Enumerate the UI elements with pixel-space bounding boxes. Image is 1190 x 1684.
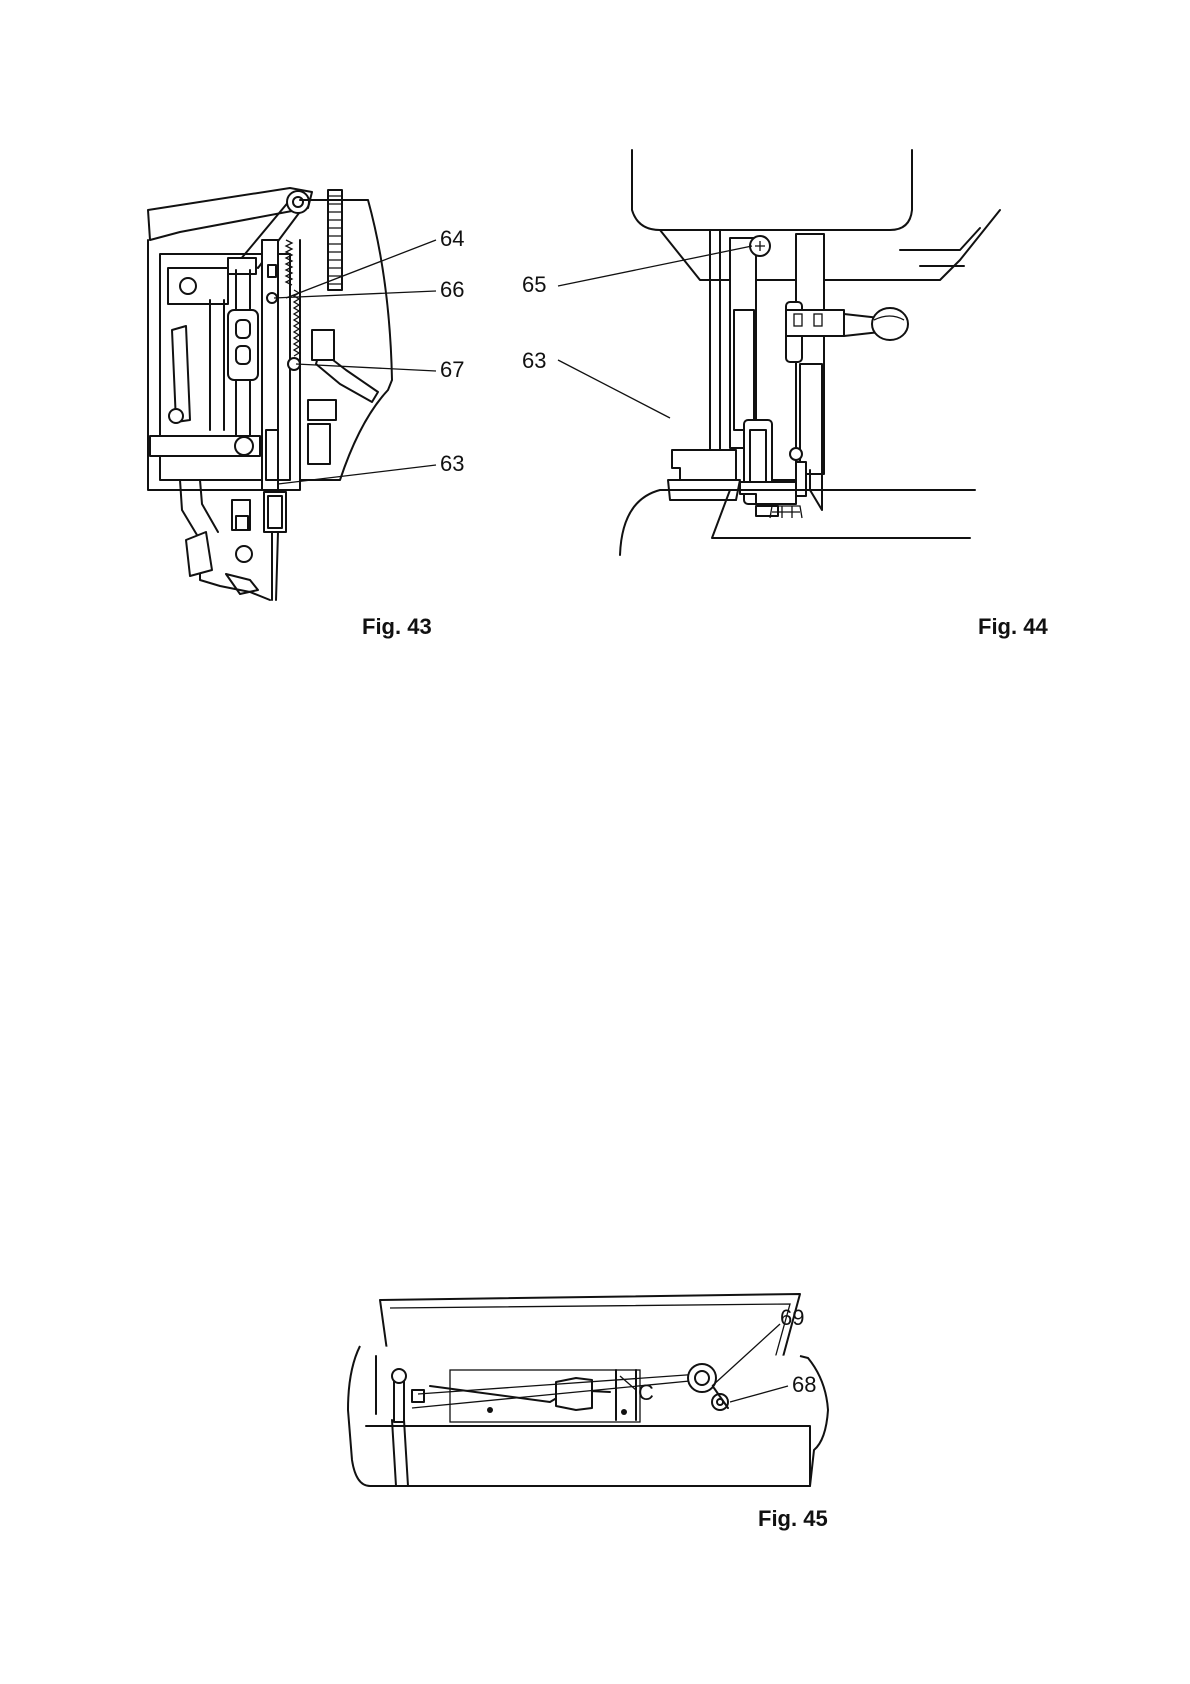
figure-caption: Fig. 43 [362,616,432,638]
figure-43: 64 66 67 63 Fig. 43 [140,180,520,650]
callout-65: 65 [522,274,546,296]
figure-45: 69 68 C Fig. 45 [340,1290,860,1540]
callout-63: 63 [522,350,546,372]
figure-caption: Fig. 45 [758,1508,828,1530]
figure-caption: Fig. 44 [978,616,1048,638]
figure-45-leader-lines [340,1290,860,1540]
figure-44-leader-lines [560,150,1040,650]
figure-43-leader-lines [140,180,520,650]
figure-44: 65 63 Fig. 44 [560,150,1040,650]
